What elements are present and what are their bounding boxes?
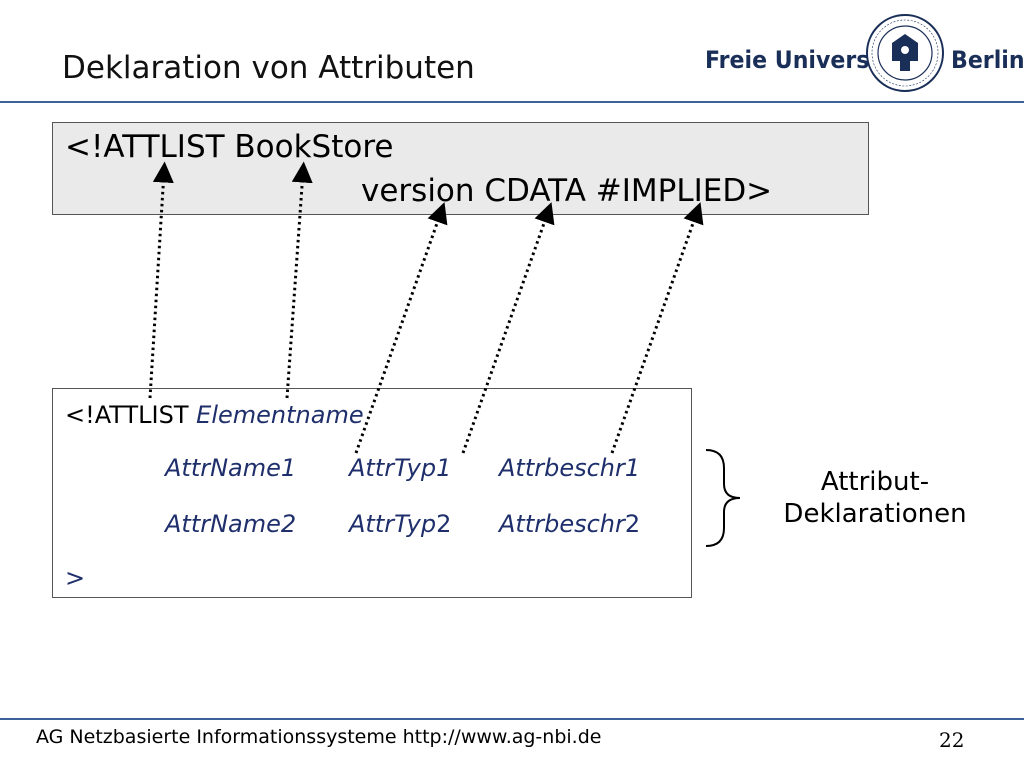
- template-row-1-type: AttrTyp1: [349, 454, 452, 482]
- example-line-1: <!ATTLIST BookStore: [65, 129, 394, 165]
- arrow-attr-desc: [610, 202, 704, 454]
- template-row-2-type-num: 2: [436, 510, 452, 538]
- arrow-attr-type: [461, 202, 555, 454]
- arrow-element-name: [285, 161, 313, 399]
- footer-rule: [0, 718, 1024, 720]
- arrow-keyword: [148, 161, 174, 399]
- template-line-1: <!ATTLIST Elementname: [65, 401, 364, 429]
- template-row-2-name: AttrName2: [165, 510, 297, 538]
- footer-text: AG Netzbasierte Informationssysteme http…: [36, 726, 602, 748]
- template-row-2-desc-text: Attrbeschr: [499, 510, 625, 538]
- brace-label: Attribut- Deklarationen: [770, 466, 980, 530]
- template-keyword: <!ATTLIST: [65, 401, 197, 429]
- page-number: 22: [939, 728, 965, 752]
- brace-label-line-2: Deklarationen: [783, 499, 967, 529]
- template-row-2-desc-num: 2: [624, 510, 641, 538]
- template-row-1-name: AttrName1: [165, 454, 297, 482]
- brace-label-line-1: Attribut-: [820, 467, 930, 497]
- template-row-2-desc: Attrbeschr2: [499, 510, 640, 538]
- header-rule: [0, 101, 1024, 103]
- template-close: >: [65, 564, 86, 592]
- logo-text-right: Berlin: [951, 46, 1024, 74]
- template-row-2-type-text: AttrTyp: [349, 510, 437, 538]
- page-title: Deklaration von Attributen: [62, 50, 475, 86]
- curly-brace: [705, 449, 741, 547]
- template-row-2-type: AttrTyp2: [349, 510, 451, 538]
- university-logo: Freie Universität Berlin: [705, 12, 1024, 98]
- template-code-box: <!ATTLIST Elementname AttrName1 AttrTyp1…: [52, 388, 692, 598]
- arrow-attr-name: [354, 202, 448, 454]
- example-code-box: <!ATTLIST BookStore version CDATA #IMPLI…: [52, 122, 869, 215]
- template-row-1-desc: Attrbeschr1: [499, 454, 641, 482]
- template-element-name: Elementname: [196, 401, 364, 429]
- university-seal-icon: [866, 14, 944, 92]
